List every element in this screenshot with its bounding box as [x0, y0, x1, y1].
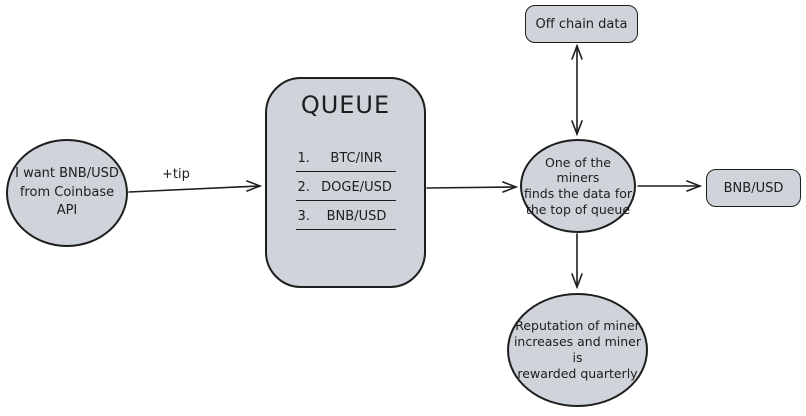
node-text-line: increases and miner is — [513, 333, 642, 365]
node-miner-circle: One of the miners finds the data for the… — [520, 139, 636, 233]
queue-item: 1. BTC/INR — [295, 151, 396, 172]
node-text-line: One of the miners — [545, 154, 611, 186]
node-queue-box: QUEUE 1. BTC/INR 2. DOGE/USD 3. BNB/USD — [265, 77, 426, 288]
node-text-line: the top of queue — [525, 201, 631, 217]
node-result-box: BNB/USD — [706, 169, 801, 207]
edge-request-to-queue — [128, 180, 263, 193]
queue-item-number: 1. — [297, 151, 310, 166]
node-request-circle: I want BNB/USD from Coinbase API — [6, 139, 128, 247]
queue-list: 1. BTC/INR 2. DOGE/USD 3. BNB/USD — [295, 151, 396, 238]
edge-offchain-miner-bidirectional — [571, 43, 583, 137]
node-text-line: BNB/USD — [723, 180, 784, 196]
queue-item-label: DOGE/USD — [321, 180, 392, 195]
node-text-line: I want BNB/USD — [15, 165, 119, 181]
node-text-line: rewarded quarterly — [517, 366, 638, 382]
queue-item-number: 2. — [297, 180, 310, 195]
edge-miner-to-result — [637, 180, 703, 192]
edge-label-tip: +tip — [162, 167, 190, 182]
queue-item: 3. BNB/USD — [295, 209, 396, 230]
edge-queue-to-miner — [426, 181, 519, 193]
queue-item-number: 3. — [297, 209, 310, 224]
queue-item-label: BTC/INR — [330, 151, 383, 166]
queue-item: 2. DOGE/USD — [295, 180, 396, 201]
node-text-line: from Coinbase API — [19, 184, 115, 219]
node-reputation-circle: Reputation of miner increases and miner … — [507, 293, 648, 407]
queue-item-label: BNB/USD — [326, 209, 387, 224]
node-offchain-box: Off chain data — [525, 5, 638, 43]
node-text-line: finds the data for — [523, 186, 633, 201]
queue-title: QUEUE — [300, 91, 391, 119]
edge-miner-to-reputation — [571, 233, 583, 290]
node-text-line: Reputation of miner — [515, 317, 640, 333]
node-text-line: Off chain data — [535, 16, 628, 32]
